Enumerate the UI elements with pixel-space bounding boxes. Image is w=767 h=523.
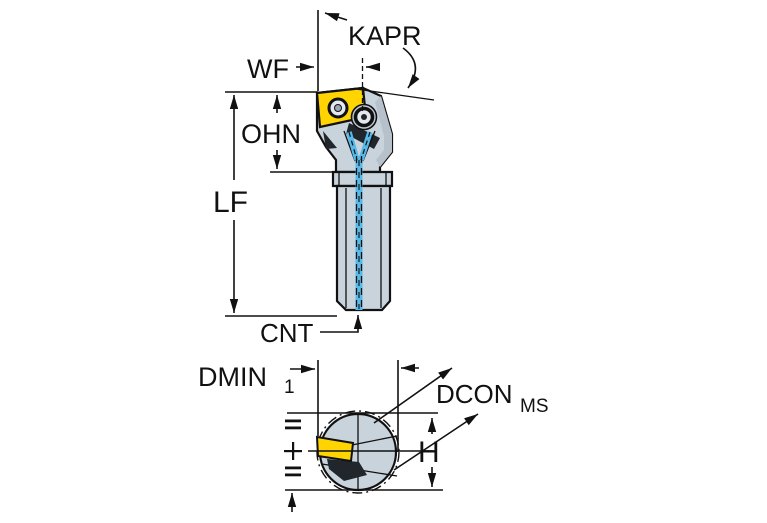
symmetry-symbols bbox=[284, 419, 302, 477]
bottom-insert bbox=[315, 435, 355, 463]
section-chord-line bbox=[351, 435, 398, 446]
label-dcon-subscript: MS bbox=[520, 396, 549, 417]
insert-hole-core bbox=[334, 104, 342, 112]
cnt-leader-arrow bbox=[320, 315, 363, 333]
kapr-arrow bbox=[324, 12, 348, 22]
coolant-channels bbox=[346, 131, 373, 310]
hidden-line bbox=[360, 131, 371, 161]
clamp-wedge bbox=[323, 131, 337, 149]
dcon-arrow-upper bbox=[373, 367, 453, 424]
label-lf: LF bbox=[213, 186, 248, 219]
dimension-labels: KAPR WF OHN LF CNT DMIN 1 DCON MS H bbox=[198, 21, 549, 469]
label-dmin: DMIN bbox=[198, 362, 267, 392]
tool-shank bbox=[335, 184, 392, 312]
equals-symbol-bottom bbox=[285, 466, 301, 470]
label-kapr: KAPR bbox=[348, 21, 422, 51]
label-wf: WF bbox=[247, 54, 289, 84]
hidden-line bbox=[348, 131, 358, 161]
plus-symbol bbox=[292, 442, 295, 460]
equals-symbol-top bbox=[285, 419, 301, 423]
bottom-clamp-dark bbox=[327, 459, 367, 481]
label-h: H bbox=[418, 436, 440, 469]
label-dmin-subscript: 1 bbox=[284, 377, 295, 398]
kapr-angle-arc-arrow bbox=[402, 47, 420, 89]
dcon-arrow-lower bbox=[393, 413, 479, 471]
equals-symbol-bottom bbox=[285, 473, 301, 477]
equals-symbol-top bbox=[285, 426, 301, 430]
kapr-reference-line bbox=[355, 88, 435, 101]
clamp-screw-center bbox=[361, 114, 367, 120]
bottom-view-dimensions bbox=[284, 360, 479, 512]
tool-head-shade bbox=[375, 96, 392, 167]
label-dcon: DCON bbox=[436, 379, 513, 409]
bottom-view-tool bbox=[315, 410, 400, 494]
side-view-dimensions bbox=[225, 10, 435, 333]
label-ohn: OHN bbox=[241, 119, 301, 149]
side-view-tool bbox=[315, 86, 394, 312]
label-cnt: CNT bbox=[260, 318, 314, 348]
clamp-arm bbox=[346, 123, 380, 149]
